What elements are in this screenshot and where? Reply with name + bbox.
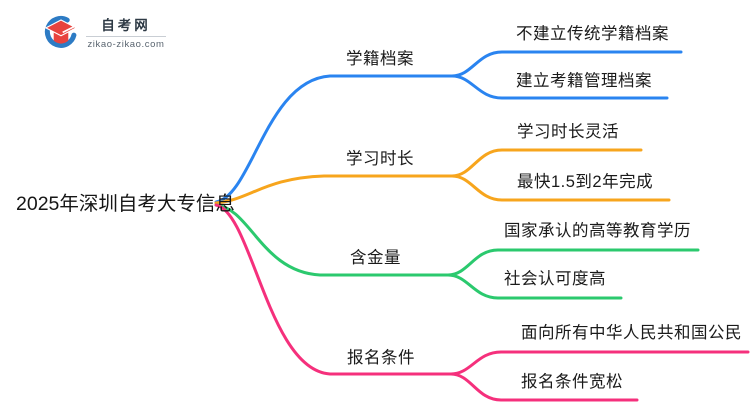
branch-node-shichang: 学习时长 — [346, 150, 414, 168]
branch-fork-xueji-1 — [450, 50, 683, 78]
graduation-cap-icon — [44, 15, 78, 48]
site-logo[interactable]: 自考网 zikao-zikao.com — [44, 15, 166, 52]
leaf-node-baoming-1: 面向所有中华人民共和国公民 — [521, 324, 742, 342]
logo-domain: zikao-zikao.com — [87, 39, 165, 50]
leaf-node-baoming-2: 报名条件宽松 — [521, 373, 623, 391]
branch-node-hanjinliang: 含金量 — [350, 249, 401, 267]
branch-node-xueji: 学籍档案 — [346, 50, 414, 68]
branch-fork-baoming-2 — [449, 372, 639, 402]
branch-fork-hanjinliang-1 — [446, 248, 700, 277]
branch-fork-baoming-1 — [449, 350, 750, 376]
leaf-node-xueji-1: 不建立传统学籍档案 — [516, 25, 669, 43]
branch-node-baoming: 报名条件 — [347, 349, 415, 367]
branch-line-baoming — [214, 203, 453, 376]
leaf-node-xueji-2: 建立考籍管理档案 — [516, 72, 652, 90]
logo-site-name: 自考网 — [101, 18, 151, 33]
leaf-node-hanjinliang-1: 国家承认的高等教育学历 — [504, 222, 691, 240]
leaf-node-shichang-2: 最快1.5到2年完成 — [517, 173, 654, 191]
branch-line-hanjinliang — [214, 203, 450, 277]
branch-fork-hanjinliang-2 — [446, 273, 623, 300]
branch-line-xueji — [214, 74, 454, 204]
branch-fork-shichang-1 — [450, 148, 643, 178]
branch-fork-shichang-2 — [450, 174, 671, 202]
root-node-title: 2025年深圳自考大专信息 — [16, 193, 235, 215]
branch-line-shichang — [214, 174, 454, 205]
logo-divider — [86, 36, 166, 37]
logo-text-block: 自考网 zikao-zikao.com — [86, 17, 166, 50]
leaf-node-shichang-1: 学习时长灵活 — [517, 123, 619, 141]
leaf-node-hanjinliang-2: 社会认可度高 — [504, 270, 606, 288]
branch-fork-xueji-2 — [450, 74, 669, 100]
